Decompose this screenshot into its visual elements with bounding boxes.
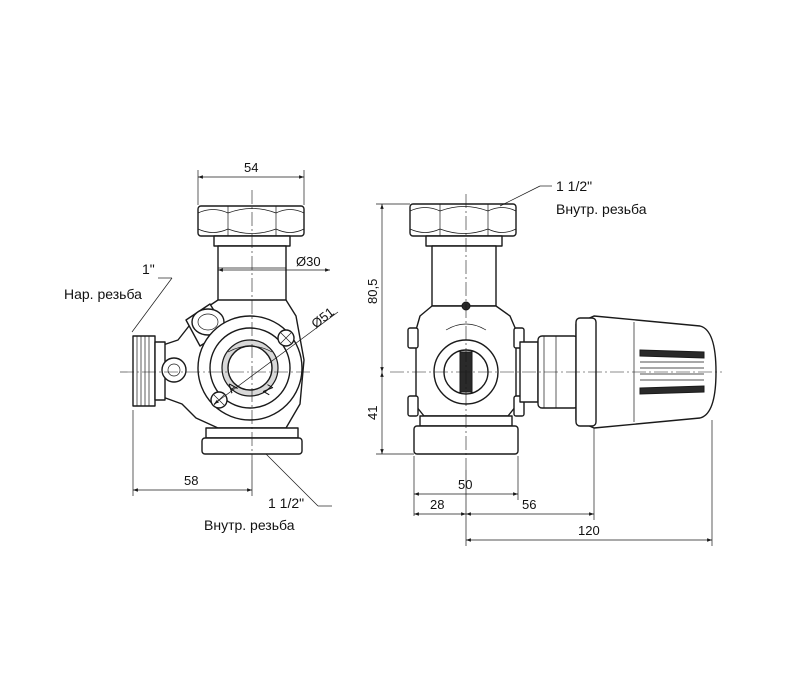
dim-120: 120 xyxy=(466,420,713,546)
dim-80-5: 80,5 xyxy=(365,203,410,372)
left-side-thread xyxy=(132,335,166,407)
dim-50-label: 50 xyxy=(458,477,472,492)
dim-54: 54 xyxy=(197,160,305,205)
dim-50: 50 xyxy=(413,456,519,516)
dim-41: 41 xyxy=(365,372,414,455)
left-view: A Z 54 Ø xyxy=(64,160,339,533)
dim-diameter-30: Ø30 xyxy=(218,254,330,272)
right-pipe xyxy=(431,245,497,307)
dim-28-label: 28 xyxy=(430,497,444,512)
callout-bottom-text: Внутр. резьба xyxy=(204,517,295,533)
screw-icon xyxy=(277,329,295,347)
dim-28: 28 xyxy=(414,470,467,546)
callout-side-size: 1" xyxy=(142,261,155,277)
dim-41-label: 41 xyxy=(365,406,380,420)
dim-diameter-30-label: Ø30 xyxy=(296,254,321,269)
callout-bottom-thread: 1 1/2" Внутр. резьба xyxy=(204,453,332,533)
callout-top-text: Внутр. резьба xyxy=(556,201,647,217)
head-ribs xyxy=(639,349,705,395)
right-top-nut xyxy=(409,203,517,247)
left-top-nut xyxy=(197,205,305,247)
dim-56-label: 56 xyxy=(522,497,536,512)
callout-bottom-size: 1 1/2" xyxy=(268,495,304,511)
dim-120-label: 120 xyxy=(578,523,600,538)
dim-diameter-51-label: Ø51 xyxy=(308,304,337,331)
dim-58-label: 58 xyxy=(184,473,198,488)
dim-56: 56 xyxy=(466,428,595,520)
dim-80-5-label: 80,5 xyxy=(365,279,380,304)
right-view: 80,5 41 50 28 56 1 xyxy=(365,178,722,546)
callout-side-thread: 1" Нар. резьба xyxy=(64,261,173,333)
callout-side-text: Нар. резьба xyxy=(64,286,142,302)
callout-top-size: 1 1/2" xyxy=(556,178,592,194)
dim-58: 58 xyxy=(132,410,253,496)
left-adjuster-knob: A Z xyxy=(197,315,303,421)
dim-54-label: 54 xyxy=(244,160,258,175)
left-vent-port xyxy=(161,357,187,383)
callout-top-thread: 1 1/2" Внутр. резьба xyxy=(499,178,647,217)
